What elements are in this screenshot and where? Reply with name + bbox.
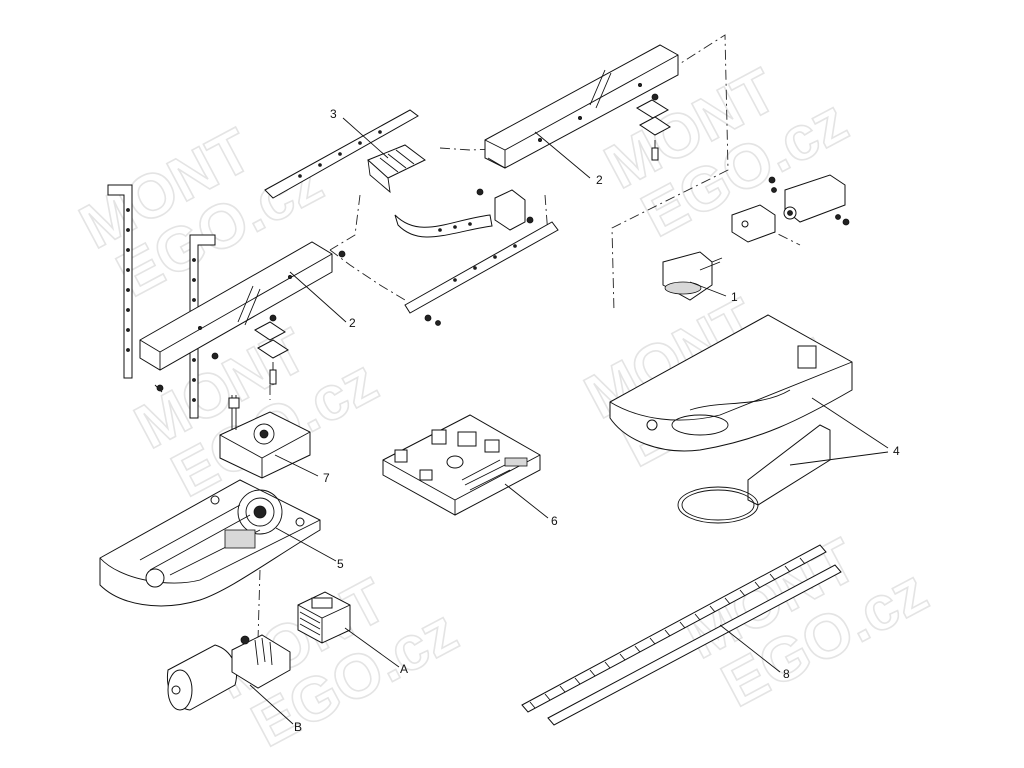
callout-b: B bbox=[294, 720, 302, 734]
base-plate bbox=[99, 479, 321, 607]
drive-motor bbox=[166, 634, 291, 711]
drive-belt bbox=[521, 544, 842, 726]
callout-2-lower: 2 bbox=[349, 316, 356, 330]
callout-5: 5 bbox=[337, 557, 344, 571]
hanger-bracket-lower bbox=[254, 314, 289, 385]
transformer bbox=[297, 591, 351, 644]
rail-section-upper bbox=[484, 44, 679, 169]
callout-4: 4 bbox=[893, 444, 900, 458]
callout-a: A bbox=[400, 662, 408, 676]
callout-3: 3 bbox=[330, 107, 337, 121]
callout-6: 6 bbox=[551, 514, 558, 528]
callout-8: 8 bbox=[783, 667, 790, 681]
drive-sprocket-assembly bbox=[662, 174, 850, 301]
housing-cover bbox=[609, 314, 853, 524]
callout-7: 7 bbox=[323, 471, 330, 485]
control-board bbox=[382, 414, 541, 516]
watermark-6: MONT EGO.cz bbox=[673, 525, 939, 722]
strap-lower bbox=[404, 221, 559, 326]
hanger-bracket-upper bbox=[636, 93, 671, 161]
carriage-assembly bbox=[264, 109, 534, 238]
rail-section-lower bbox=[139, 241, 346, 393]
callout-1: 1 bbox=[731, 290, 738, 304]
callout-labels: 3 2 2 1 4 5 6 7 8 A B bbox=[294, 107, 900, 734]
callout-2-upper: 2 bbox=[596, 173, 603, 187]
leader-lines bbox=[249, 117, 889, 725]
